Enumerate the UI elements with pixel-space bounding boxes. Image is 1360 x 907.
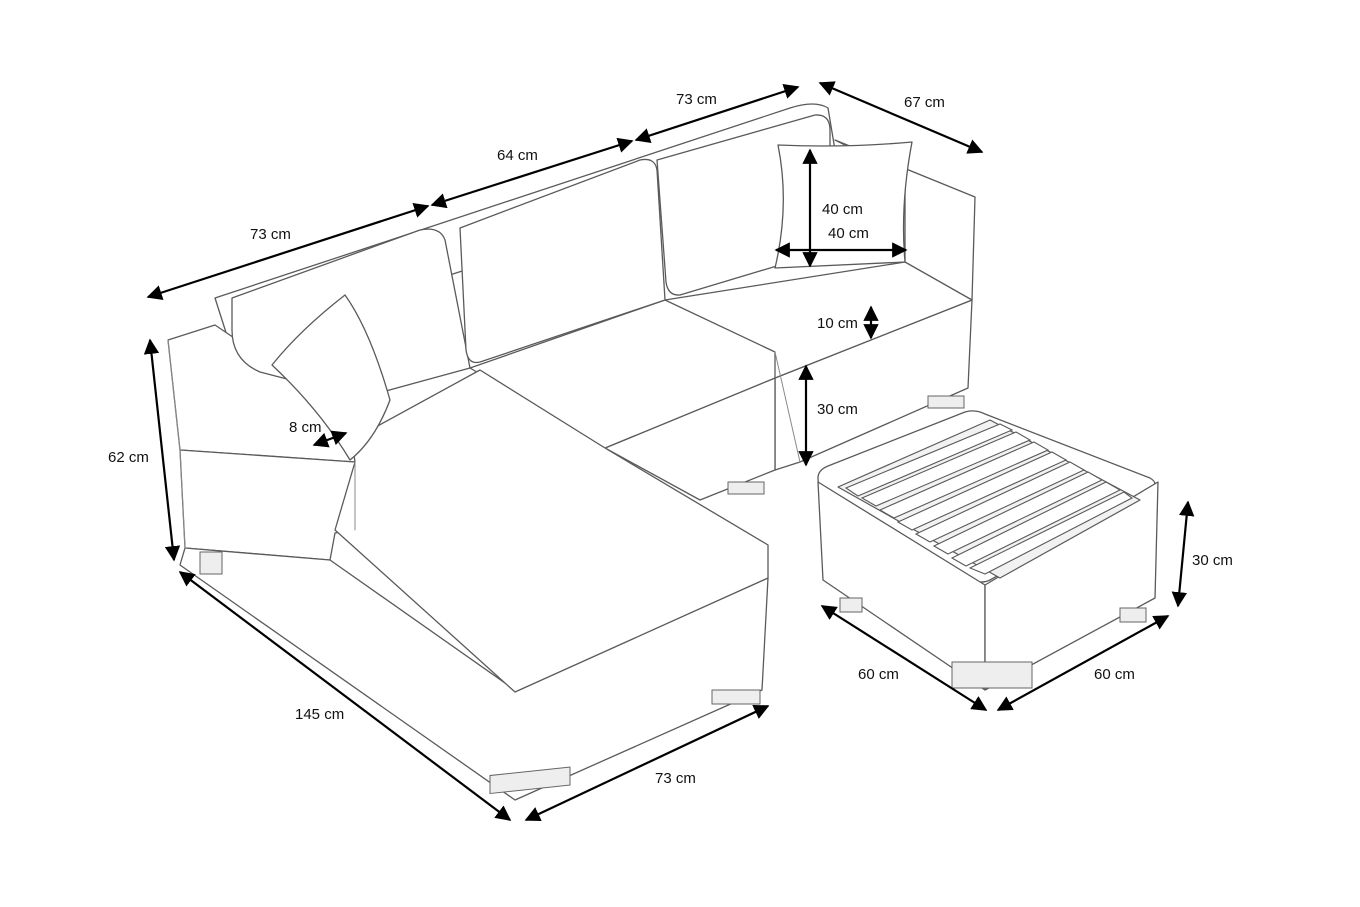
dim-line-back-left [146,202,430,301]
back-cushion-middle [459,158,666,364]
label-total-height: 62 cm [108,449,149,466]
label-chaise-length: 145 cm [295,706,344,723]
label-seat-height: 30 cm [817,401,858,418]
label-back-right: 73 cm [676,91,717,108]
dim-line-table-depth [820,605,988,711]
sofa-leg [711,689,761,705]
dim-line-table-height [1171,500,1195,608]
dim-line-right-depth [818,81,984,154]
label-cushion-height: 40 cm [822,201,863,218]
dim-line-chaise-length [178,571,512,821]
label-armrest: 8 cm [289,419,322,436]
label-back-middle: 64 cm [497,147,538,164]
label-table-width: 60 cm [1094,666,1135,683]
coffee-table [817,410,1159,691]
table-slats [844,423,1134,575]
left-armrest-side [179,449,356,561]
label-chaise-width: 73 cm [655,770,696,787]
dimension-labels: 73 cm 64 cm 73 cm 67 cm 40 cm 40 cm 10 c… [108,91,1233,787]
dim-line-back-right [634,83,800,144]
dimension-lines [143,81,1195,822]
sofa-leg [927,395,965,409]
label-back-left: 73 cm [250,226,291,243]
label-right-depth: 67 cm [904,94,945,111]
dim-line-back-middle [430,137,634,209]
table-leg [951,661,1033,689]
sofa-leg [727,481,765,495]
table-leg [1119,607,1147,623]
label-seat-cushion: 10 cm [817,315,858,332]
label-table-depth: 60 cm [858,666,899,683]
dim-line-total-height [143,338,181,562]
throw-pillow-left [271,294,391,461]
dim-line-table-width [996,615,1170,711]
dim-line-chaise-width [524,704,770,822]
sofa-leg [199,551,223,575]
table-leg [839,597,863,613]
label-table-height: 30 cm [1192,552,1233,569]
dim-line-armrest [312,430,348,448]
label-cushion-width: 40 cm [828,225,869,242]
